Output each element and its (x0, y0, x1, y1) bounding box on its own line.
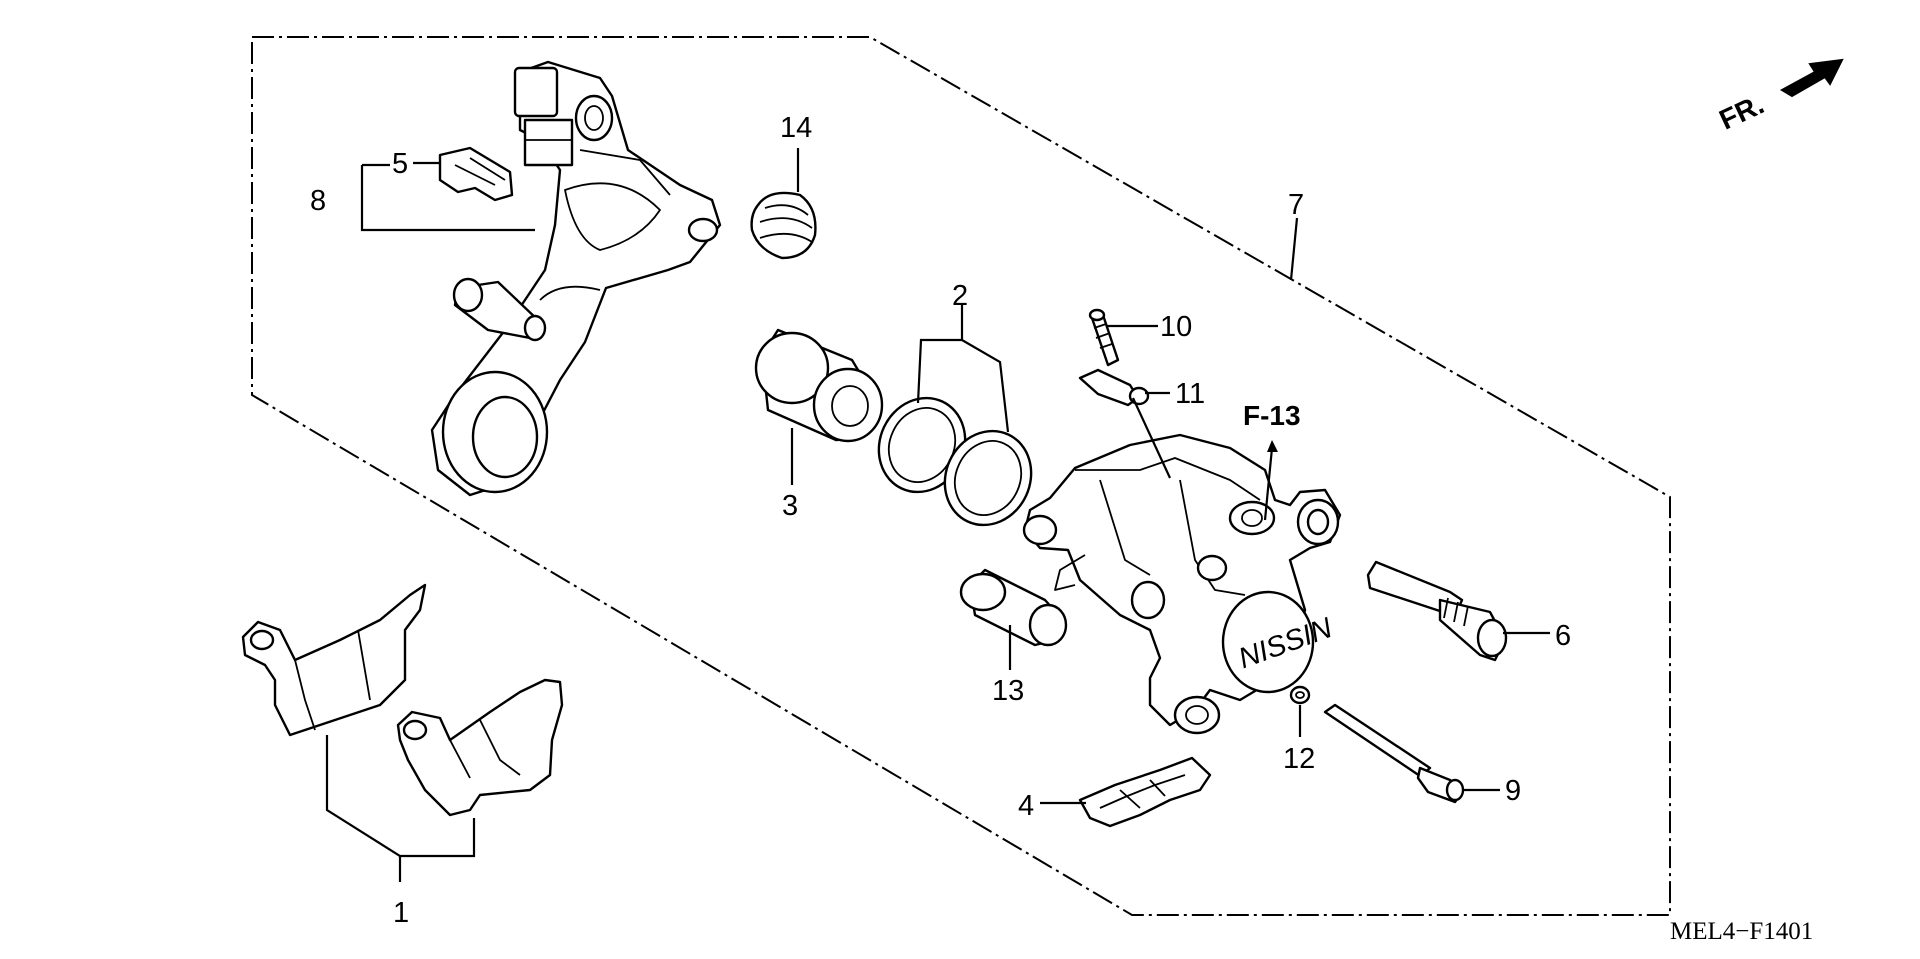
callout-5: 5 (392, 148, 408, 180)
callout-11: 11 (1175, 378, 1205, 410)
callout-3: 3 (782, 490, 798, 522)
callout-7: 7 (1288, 189, 1304, 221)
drawing-code: MEL4−F1401 (1670, 918, 1813, 945)
callout-6: 6 (1555, 620, 1571, 652)
callout-13: 13 (992, 675, 1024, 707)
callout-12: 12 (1283, 743, 1315, 775)
pin-boot (750, 191, 817, 260)
bracket-pin (452, 277, 547, 342)
callout-4: 4 (1018, 790, 1034, 822)
pad-spring (1078, 756, 1212, 828)
bleeder-cap (1078, 368, 1150, 407)
callout-8: 8 (310, 185, 326, 217)
piston-seals (877, 396, 1033, 527)
front-direction-label: FR. (1715, 88, 1769, 135)
sealing-washer (1289, 685, 1311, 705)
callout-1: 1 (393, 897, 409, 929)
pin-bolt (1366, 560, 1508, 662)
retainer-clip-upper (438, 146, 514, 202)
leader-lines (325, 148, 1550, 882)
brake-pads (241, 583, 564, 817)
front-direction-arrow-icon: FR. (1715, 58, 1844, 136)
slide-pin (959, 568, 1068, 647)
caliper-bracket (430, 60, 722, 497)
callout-numbers: 1 2 3 4 5 6 7 8 9 10 11 12 13 14 F-13 (310, 112, 1571, 929)
piston (754, 328, 884, 443)
callout-2: 2 (952, 280, 968, 312)
bleeder-screw (1088, 308, 1120, 367)
callout-9: 9 (1505, 775, 1521, 807)
callout-14: 14 (780, 112, 812, 144)
caliper-body: NISSIN (1022, 433, 1342, 735)
callout-10: 10 (1160, 311, 1192, 343)
pad-pin (1323, 703, 1465, 804)
reference-label: F-13 (1243, 400, 1301, 431)
assembly-boundary (251, 36, 1671, 916)
